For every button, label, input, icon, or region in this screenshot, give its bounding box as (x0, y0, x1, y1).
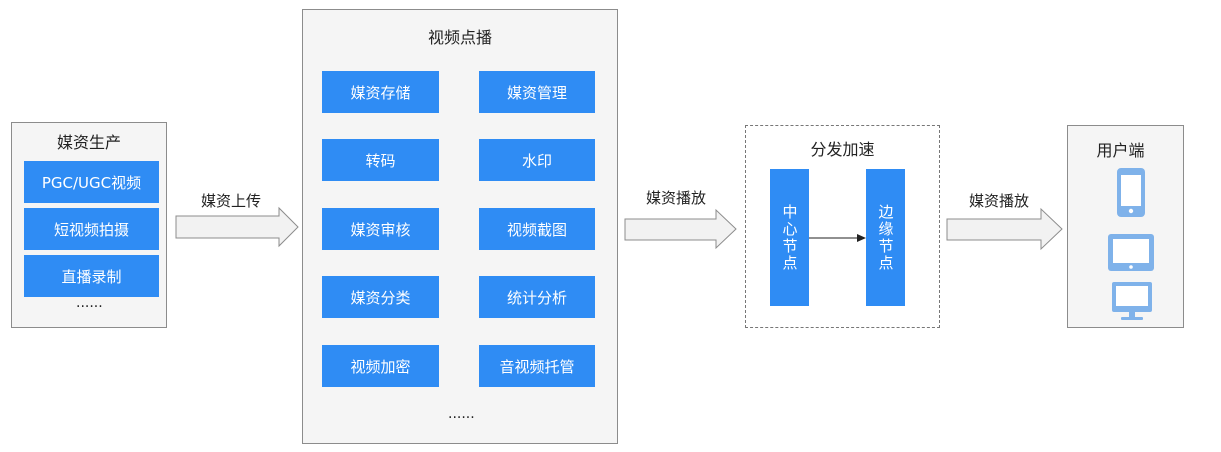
play-arrow-2-label: 媒资播放 (969, 192, 1030, 210)
media-production-title: 媒资生产 (56, 133, 121, 152)
upload-arrow-label: 媒资上传 (201, 192, 262, 210)
vod-item-statistics: 统计分析 (479, 276, 595, 318)
vod-item-media-category: 媒资分类 (322, 276, 439, 318)
phone-icon (1117, 168, 1145, 217)
vod-item-media-review: 媒资审核 (322, 208, 439, 250)
monitor-icon (1112, 282, 1152, 320)
video-on-demand-panel: 视频点播 媒资存储 媒资管理 转码 水印 媒资审核 视频截图 媒资分类 统计分析… (302, 9, 618, 444)
vod-item-video-snapshot: 视频截图 (479, 208, 595, 250)
vod-item-watermark: 水印 (479, 139, 595, 181)
cdn-acceleration-title: 分发加速 (810, 140, 875, 159)
vod-item-video-encryption: 视频加密 (322, 345, 439, 387)
center-to-edge-arrowhead (857, 234, 866, 242)
production-item-short-video: 短视频拍摄 (24, 208, 159, 250)
edge-node: 边缘节点 (866, 169, 905, 306)
vod-more: ...... (448, 406, 475, 422)
vod-item-transcode: 转码 (322, 139, 439, 181)
client-title: 用户端 (1096, 141, 1145, 160)
production-item-pgc-ugc: PGC/UGC视频 (24, 161, 159, 203)
production-more: ...... (76, 295, 103, 311)
vod-item-media-management: 媒资管理 (479, 71, 595, 113)
play-arrow-1-label: 媒资播放 (646, 189, 707, 207)
vod-item-media-storage: 媒资存储 (322, 71, 439, 113)
play-arrow-1 (624, 208, 737, 250)
center-node: 中心节点 (770, 169, 809, 306)
production-item-live-record: 直播录制 (24, 255, 159, 297)
play-arrow-2 (946, 207, 1063, 251)
upload-arrow (175, 206, 299, 248)
video-on-demand-title: 视频点播 (427, 28, 492, 47)
center-node-label: 中心节点 (780, 203, 799, 272)
vod-item-av-hosting: 音视频托管 (479, 345, 595, 387)
edge-node-label: 边缘节点 (876, 203, 895, 272)
tablet-icon (1108, 234, 1154, 271)
media-production-panel: 媒资生产 PGC/UGC视频 短视频拍摄 直播录制 ...... (11, 122, 167, 328)
